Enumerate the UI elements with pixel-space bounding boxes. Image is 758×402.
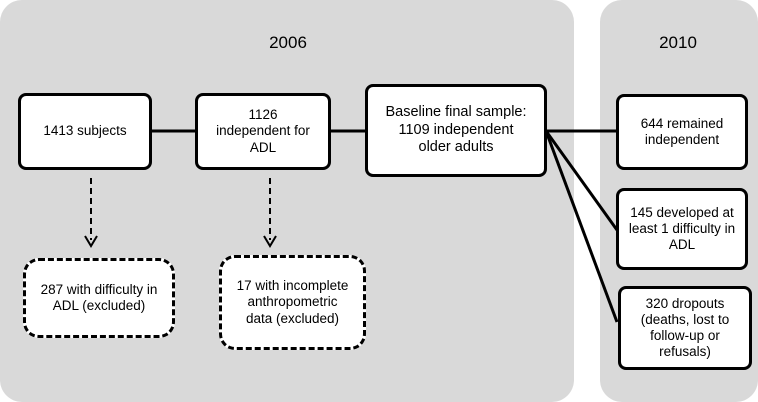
dashed-arrow-head-2 bbox=[263, 235, 277, 248]
connector-baseline-developed bbox=[544, 130, 619, 231]
dashed-arrow-head-1 bbox=[84, 235, 98, 248]
year-label-2010: 2010 bbox=[659, 33, 697, 52]
box-remained-independent: 644 remained independent bbox=[616, 94, 748, 170]
box-excluded-difficulty: 287 with difficulty in ADL (excluded) bbox=[23, 258, 175, 338]
year-label-2006: 2006 bbox=[269, 33, 307, 52]
box-subjects: 1413 subjects bbox=[18, 93, 152, 170]
box-excluded-anthropometric: 17 with incomplete anthropometric data (… bbox=[219, 255, 366, 350]
box-independent-adl: 1126 independent for ADL bbox=[195, 93, 331, 170]
box-dropouts: 320 dropouts (deaths, lost to follow-up … bbox=[618, 286, 752, 370]
connector-baseline-dropouts bbox=[544, 130, 619, 323]
box-developed-difficulty: 145 developed at least 1 difficulty in A… bbox=[616, 188, 748, 270]
box-baseline-sample: Baseline final sample: 1109 independent … bbox=[365, 84, 547, 177]
